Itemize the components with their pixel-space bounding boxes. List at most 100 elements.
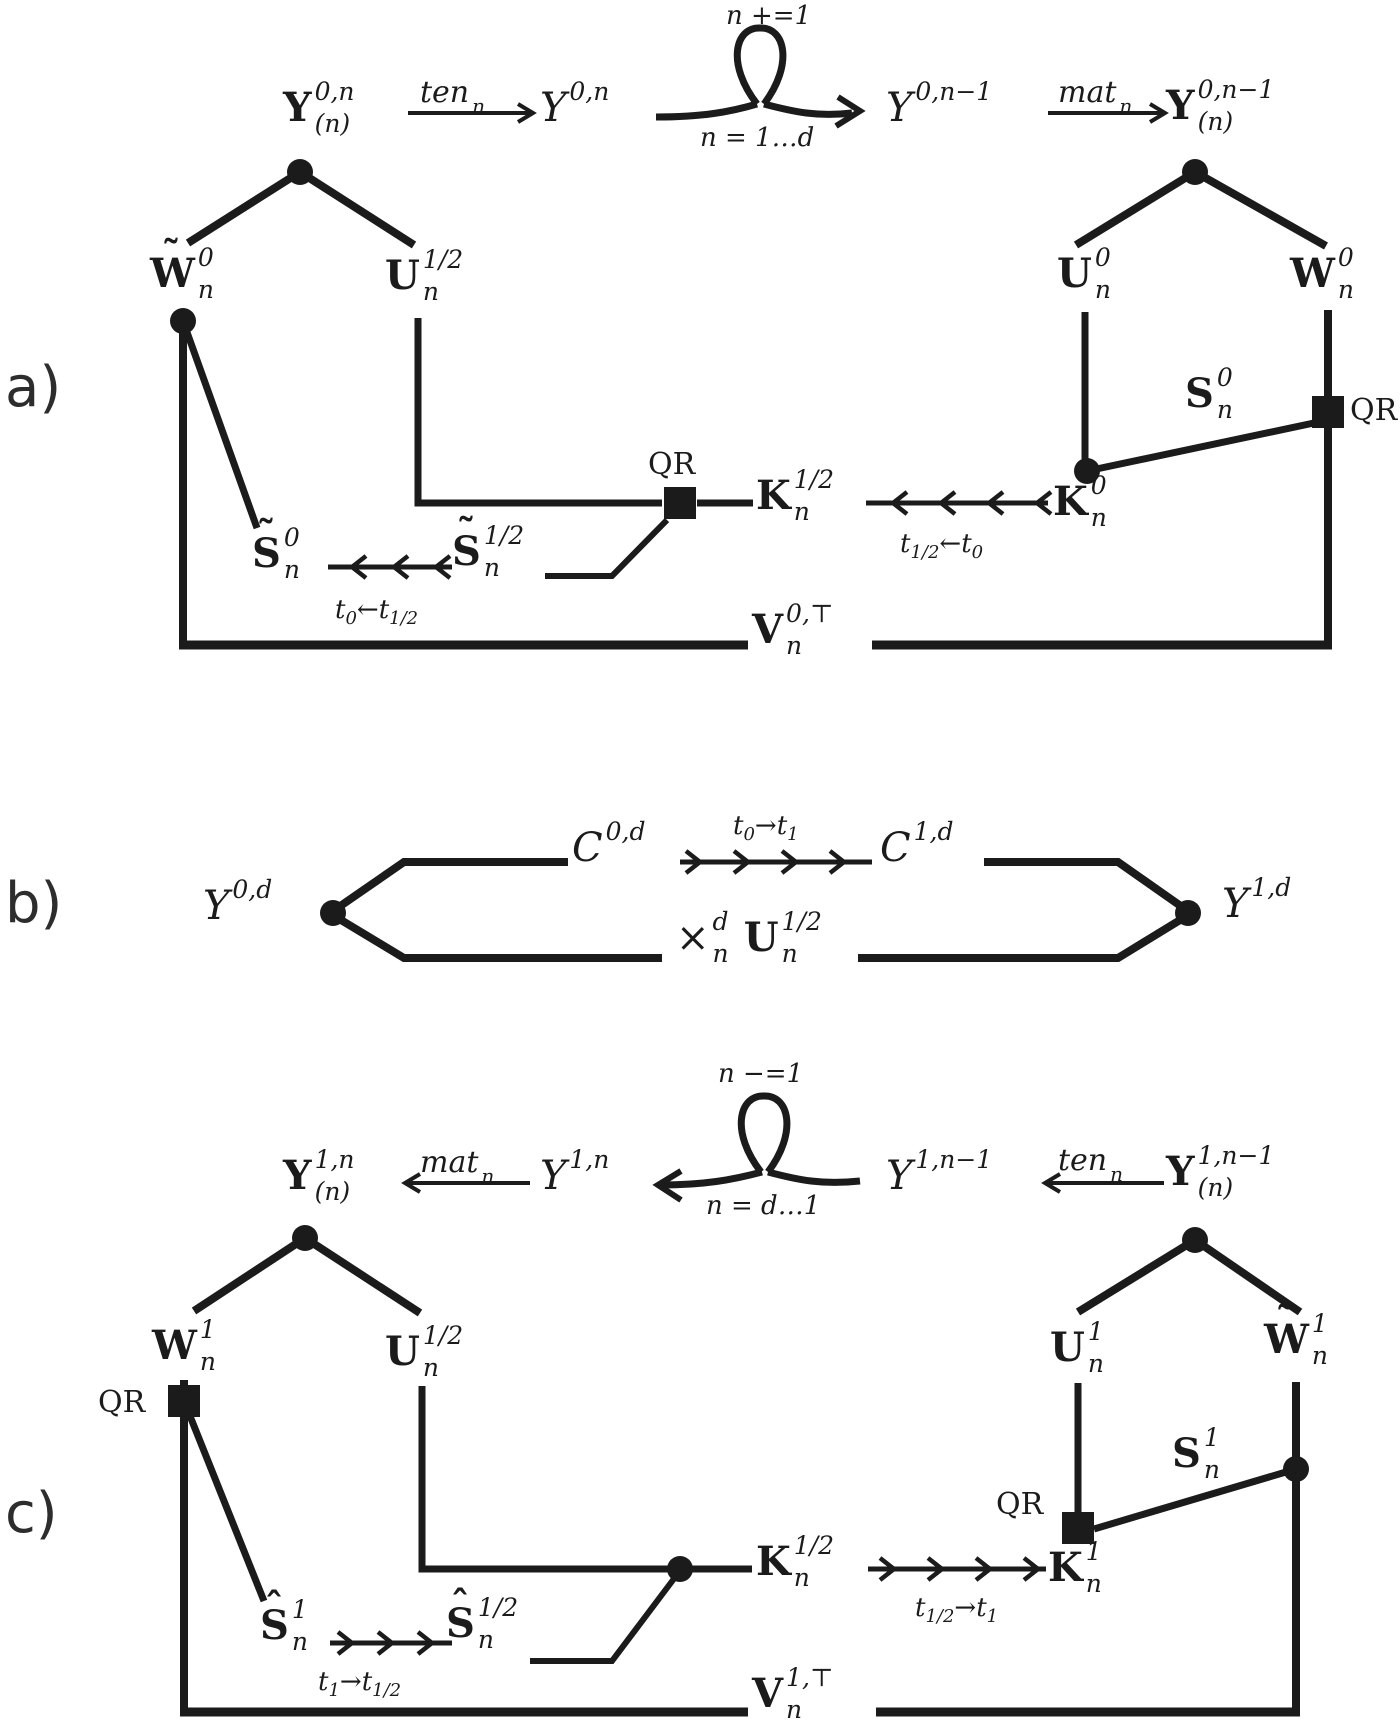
edge [418,1386,752,1573]
loop-arrow-head [834,94,866,129]
qr-node [1312,396,1344,428]
edge [984,858,1188,913]
panel-a-linework [170,24,1344,650]
chevron [889,490,909,516]
panel-a-tag: a) [5,355,62,420]
label-time-step-S: t1→t1/2 [318,1667,402,1702]
label-time-step-S: t0←t1/2 [335,595,419,630]
edge [414,318,662,507]
qr-annotation: QR [1350,393,1398,428]
label-loop-increment: n +=1 [726,1,812,31]
loop-arrow-left [655,100,758,121]
label-time-step-C: t0→t1 [733,811,799,846]
chevron [416,1630,436,1656]
panel-c-linework [168,1092,1309,1717]
loop-arrow-left [659,1168,763,1189]
chevron [1022,1556,1042,1582]
edge [1193,168,1328,250]
edge [545,517,670,579]
chevron [780,849,800,875]
ten-arrow-head [1041,1172,1062,1194]
loop-arrow-right [763,100,853,118]
panel-b-linework [320,849,1201,962]
chevron [1033,490,1053,516]
edge [297,168,417,249]
chevron [937,490,957,516]
mat-arrow-head [401,1172,422,1194]
edge [1073,168,1198,249]
edge [179,319,261,530]
loop-arrow-right [767,1168,861,1186]
qr-annotation: QR [648,447,696,482]
edge [333,858,568,913]
mat-arrow-head [1148,102,1169,124]
label-time-step-K: t1/2←t0 [900,529,984,564]
qr-annotation: QR [98,1385,146,1420]
chevron [828,849,848,875]
label-time-step-K: t1/2→t1 [915,1593,999,1628]
edge [1093,1465,1297,1533]
chevron [390,554,410,580]
label-loop-decrement: n −=1 [718,1059,804,1089]
edge [1086,416,1329,475]
edge [191,1234,308,1315]
edge [530,1574,679,1664]
edge [180,1399,268,1603]
loop-arrow-head [652,1168,683,1203]
panel-b-tag: b) [5,871,63,936]
qr-node [1062,1512,1094,1544]
edge [1075,1236,1198,1316]
edge [302,1234,423,1317]
chevron [376,1630,396,1656]
chevron [348,554,368,580]
ten-arrow-head [516,102,537,124]
chevron [974,1556,994,1582]
loop-arrow-loop [737,1092,791,1175]
edge [858,913,1188,962]
qr-annotation: QR [996,1487,1044,1522]
chevron [926,1556,946,1582]
label-loop-range: n = 1…d [700,123,815,153]
chevron [684,849,704,875]
edge [333,913,662,962]
chevron [878,1556,898,1582]
chevron [732,849,752,875]
qr-node [664,487,696,519]
